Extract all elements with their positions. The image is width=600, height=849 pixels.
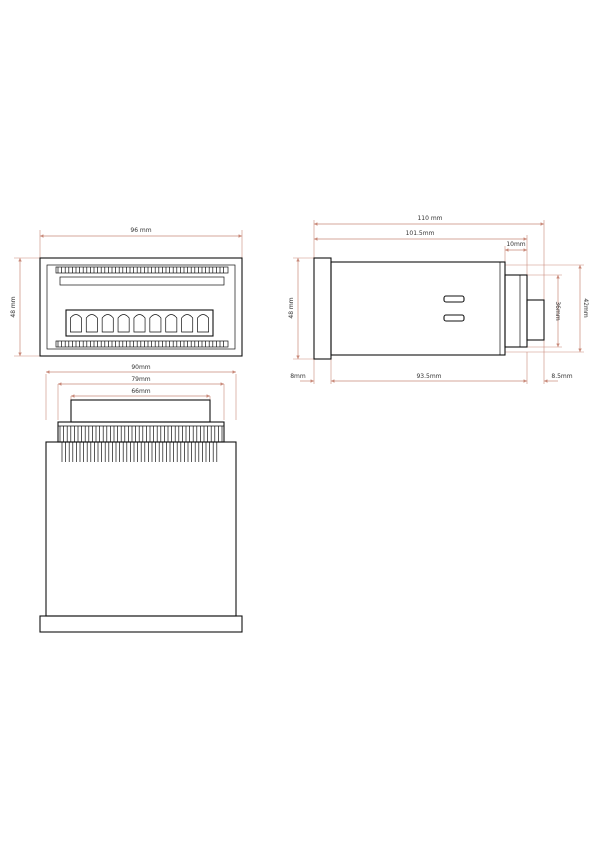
top-bezel (39, 615, 243, 633)
side-height-inner-label: 36mm (554, 301, 561, 320)
side-rear-length-label: 10mm (506, 241, 525, 248)
side-depth-label: 93.5mm (416, 373, 441, 380)
side-total-length-dimension: 110 mm (313, 215, 545, 300)
side-body-length-label: 101.5mm (406, 230, 435, 237)
top-width-90-dimension: 90mm (45, 364, 237, 420)
side-height-outer-label: 42mm (582, 298, 589, 317)
side-rear-module (504, 274, 528, 348)
side-height-inner-dimension: 36mm (527, 274, 562, 348)
side-rear-stub (526, 299, 545, 341)
front-width-label: 96 mm (130, 227, 151, 234)
front-terminal-block (65, 309, 214, 337)
side-rear-length-dimension: 10mm (504, 241, 527, 262)
front-bottom-connector (55, 340, 229, 348)
front-view: 96 mm 48 mm (10, 227, 243, 357)
side-height-dimension: 48 mm (288, 257, 314, 360)
side-height-label: 48 mm (288, 297, 295, 318)
front-height-label: 48 mm (10, 296, 17, 317)
top-width-outer-label: 90mm (131, 364, 150, 371)
side-indicator-bottom (443, 314, 465, 322)
terminal-screw (149, 314, 162, 333)
terminal-screw (165, 314, 178, 333)
side-indicator-top (443, 295, 465, 303)
front-bezel-inner (46, 264, 236, 350)
terminal-screw (85, 314, 98, 333)
front-bezel-outer (39, 257, 243, 357)
terminal-screw (181, 314, 194, 333)
top-width-inner-label: 66mm (131, 388, 150, 395)
front-width-dimension: 96 mm (39, 227, 243, 262)
side-bottom-dimensions: 8mm 93.5mm 8.5mm (290, 340, 573, 384)
top-view: 90mm 79mm 66mm (39, 364, 243, 633)
side-rear-depth-label: 8.5mm (551, 373, 572, 380)
top-width-79-dimension: 79mm (57, 376, 225, 420)
side-bezel-label: 8mm (290, 373, 306, 380)
top-width-mid-label: 79mm (131, 376, 150, 383)
side-bezel (313, 257, 332, 360)
top-terminal-ledge (57, 421, 225, 443)
terminal-screw (133, 314, 146, 333)
terminal-screw (101, 314, 114, 333)
side-total-length-label: 110 mm (417, 215, 442, 222)
front-top-connector (55, 266, 229, 286)
side-body-length-dimension: 101.5mm (314, 230, 528, 275)
top-housing (45, 441, 237, 617)
terminal-screw (117, 314, 130, 333)
top-rear-cap (70, 399, 211, 423)
terminal-screw (70, 314, 82, 333)
terminal-screw (197, 314, 209, 333)
side-view: 110 mm 101.5mm 10mm 48 mm 36mm (288, 215, 589, 384)
side-height-outer-dimension: 42mm (505, 264, 589, 353)
side-body (330, 261, 506, 356)
front-height-dimension: 48 mm (10, 257, 40, 357)
